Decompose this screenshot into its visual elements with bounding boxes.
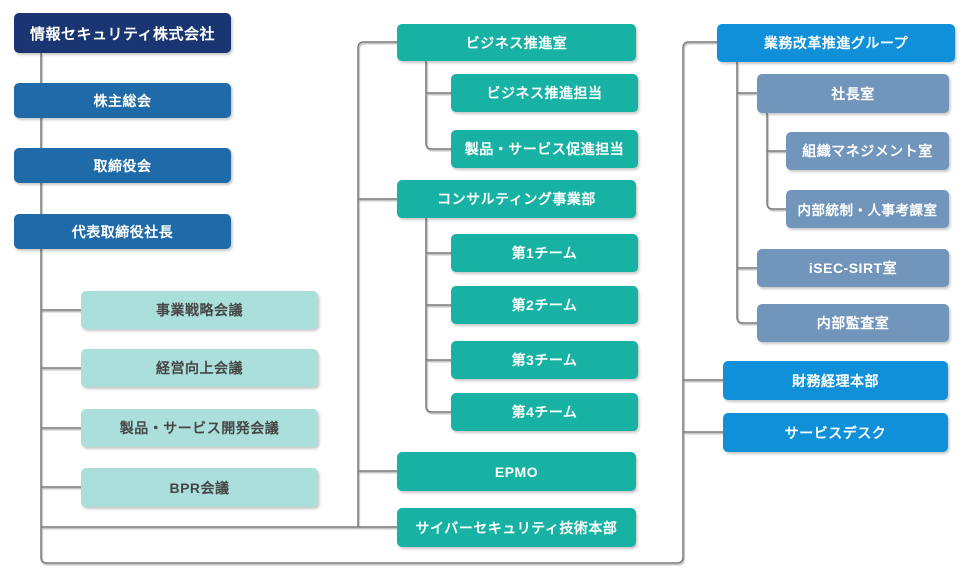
org-box-bpr-council: BPR会議	[81, 468, 318, 507]
org-box-epmo: EPMO	[397, 452, 636, 491]
org-box-org-management-office: 組織マネジメント室	[786, 132, 949, 170]
org-box-team-2: 第2チーム	[451, 286, 638, 324]
org-box-internal-audit-office: 内部監査室	[757, 304, 949, 342]
org-box-management-improvement-council: 経営向上会議	[81, 349, 318, 387]
org-box-business-strategy-council: 事業戦略会議	[81, 291, 318, 329]
org-box-team-3: 第3チーム	[451, 341, 638, 379]
org-box-cyber-security-tech-hq: サイバーセキュリティ技術本部	[397, 508, 636, 547]
org-box-business-promotion-staff: ビジネス推進担当	[451, 74, 638, 112]
org-box-isec-sirt-office: iSEC-SIRT室	[757, 249, 949, 287]
org-box-shareholders-meeting: 株主総会	[14, 83, 231, 118]
org-box-business-reform-group: 業務改革推進グループ	[717, 24, 955, 62]
org-box-president-office: 社長室	[757, 74, 949, 113]
org-box-board-of-directors: 取締役会	[14, 148, 231, 183]
org-box-business-promotion-office: ビジネス推進室	[397, 24, 636, 61]
org-box-president-ceo: 代表取締役社長	[14, 214, 231, 249]
org-box-consulting-division: コンサルティング事業部	[397, 180, 636, 218]
org-box-service-desk: サービスデスク	[723, 413, 948, 452]
org-box-team-1: 第1チーム	[451, 234, 638, 272]
org-box-team-4: 第4チーム	[451, 393, 638, 431]
org-box-product-service-dev-council: 製品・サービス開発会議	[81, 409, 318, 447]
org-box-product-service-promotion-staff: 製品・サービス促進担当	[451, 130, 638, 168]
org-box-company: 情報セキュリティ株式会社	[14, 13, 231, 53]
org-box-finance-accounting-hq: 財務経理本部	[723, 361, 948, 400]
org-box-internal-control-hr-office: 内部統制・人事考課室	[786, 190, 949, 228]
